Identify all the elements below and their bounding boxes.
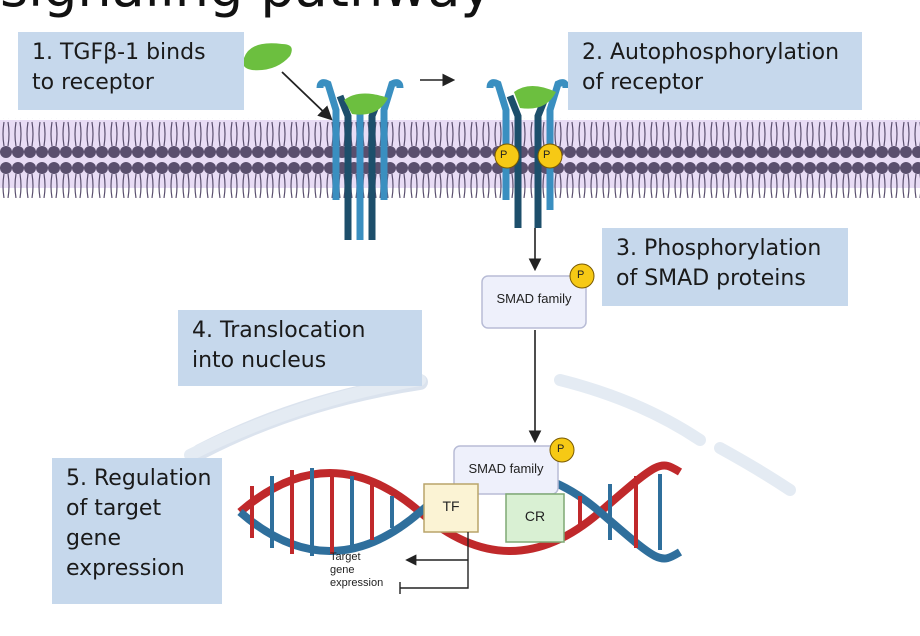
step-3-box: 3. Phosphorylation of SMAD proteins (602, 228, 848, 306)
step-5-box: 5. Regulation of target gene expression (52, 458, 222, 604)
page-title: signaling pathway (0, 0, 492, 19)
receptor-phosphorylated (486, 79, 570, 228)
step-2-box: 2. Autophosphorylation of receptor (568, 32, 862, 110)
target-gene-label: Target gene expression (330, 551, 384, 589)
tf-label: TF (442, 498, 460, 514)
step-1-box: 1. TGFβ-1 binds to receptor (18, 32, 244, 110)
phospho-label: P (500, 149, 508, 161)
smad-label-nucleus: SMAD family (468, 461, 544, 476)
expression-path (400, 532, 469, 589)
smad-label-cytoplasm: SMAD family (496, 291, 572, 306)
step-4-box: 4. Translocation into nucleus (178, 310, 422, 386)
phospho-badge (569, 263, 595, 289)
smad-box-cytoplasm (481, 275, 587, 329)
cell-membrane (0, 118, 920, 198)
tf-box (423, 483, 479, 533)
phospho-label: P (577, 269, 585, 281)
tgf-ligand (243, 43, 292, 71)
phospho-label: P (557, 443, 565, 455)
receptor-unbound-bound (316, 79, 404, 240)
cr-label: CR (524, 508, 546, 524)
phospho-badge (494, 143, 563, 169)
phospho-badge (549, 437, 575, 463)
phospho-label: P (543, 149, 551, 161)
binding-arrow (281, 71, 333, 121)
cr-box (505, 493, 565, 543)
